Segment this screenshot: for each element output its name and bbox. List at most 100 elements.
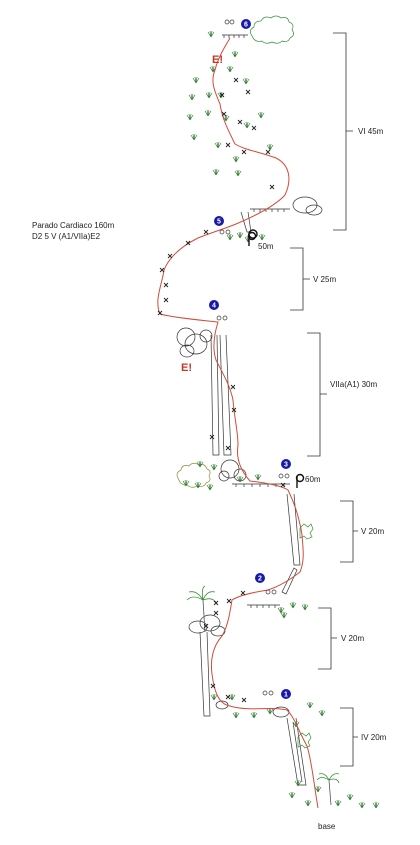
rappel-length-5: 50m — [258, 242, 274, 251]
grass-tuft — [318, 709, 326, 717]
grass-tuft — [372, 801, 380, 809]
grass-tuft — [277, 606, 285, 614]
bush-mid — [299, 523, 314, 540]
route-line — [157, 37, 319, 809]
pillar-mid — [286, 493, 301, 566]
bolt-mark — [167, 253, 173, 259]
bolt-mark — [203, 623, 209, 629]
pitch-length-5: V 25m — [313, 275, 336, 284]
bolt-mark — [269, 184, 275, 190]
anchor-3 — [278, 473, 290, 479]
station-marker-3: 3 — [281, 459, 291, 469]
grass-tuft — [358, 801, 366, 809]
svg-text:4: 4 — [212, 303, 216, 310]
bolt-mark — [231, 407, 237, 413]
grass-tuft — [226, 65, 234, 73]
bolt-mark — [210, 683, 216, 689]
flake-p5 — [240, 211, 252, 233]
bolt-mark — [225, 445, 231, 451]
anchor-1 — [262, 690, 274, 696]
bush-p3 — [176, 462, 211, 488]
station-marker-5: 5 — [214, 216, 224, 226]
grass-tuft — [346, 793, 354, 801]
pitch-bracket-6: VI 45m — [333, 32, 384, 231]
bolt-mark — [219, 92, 225, 98]
rappel-length-3: 60m — [305, 475, 321, 484]
grass-tuft — [214, 141, 222, 149]
svg-text:3: 3 — [284, 462, 288, 469]
grass-tuft — [250, 711, 258, 719]
pitch-length-1: IV 20m — [361, 733, 387, 742]
grass-tuft — [228, 693, 236, 701]
anchor-2 — [265, 589, 277, 595]
bolt-mark — [240, 590, 246, 596]
grass-tuft — [232, 155, 240, 163]
grass-tuft — [258, 233, 266, 241]
bolt-mark — [251, 125, 257, 131]
grass-tuft — [242, 77, 250, 85]
grass-tuft — [210, 463, 218, 471]
bolt-mark — [230, 384, 236, 390]
grass-tuft — [196, 460, 204, 468]
grass-tufts — [182, 30, 380, 809]
pitch-bracket-5: V 25m — [290, 247, 336, 311]
grass-tuft — [222, 114, 230, 122]
anchor-6 — [224, 19, 235, 25]
grass-tuft — [204, 109, 212, 117]
grass-tuft — [236, 475, 244, 483]
bolt-mark — [203, 229, 209, 235]
grass-tuft — [210, 693, 218, 701]
exit-mark-upper: E! — [212, 54, 223, 66]
pitch-length-6: VI 45m — [358, 127, 384, 136]
grass-tuft — [334, 799, 342, 807]
svg-text:2: 2 — [258, 576, 262, 583]
bolt-mark — [209, 434, 215, 440]
grass-tuft — [182, 479, 190, 487]
grass-tuft — [194, 481, 202, 489]
palm-tree-base — [316, 773, 340, 806]
bolt-mark — [225, 142, 231, 148]
grass-tuft — [304, 799, 312, 807]
grass-tuft — [294, 779, 302, 787]
grass-tuft — [188, 93, 196, 101]
palm-tree-p2 — [186, 585, 218, 633]
exit-mark-lower: E! — [181, 362, 192, 374]
pitch-bracket-4: VIIa(A1) 30m — [307, 332, 377, 457]
pitch-length-4: VIIa(A1) 30m — [330, 380, 377, 389]
rappel-anchor-5: 50m — [247, 229, 274, 251]
bolt-mark — [225, 694, 231, 700]
grass-tuft — [257, 111, 265, 119]
bolt-mark — [221, 111, 227, 117]
grass-tuft — [212, 168, 220, 176]
pitch-bracket-1: IV 20m — [340, 707, 387, 767]
ledge-2 — [247, 604, 280, 608]
bolt-mark — [226, 598, 232, 604]
svg-text:6: 6 — [244, 22, 248, 29]
bolt-mark — [163, 282, 169, 288]
grass-tuft — [243, 121, 251, 129]
bolt-mark — [163, 297, 169, 303]
bolt-mark — [185, 240, 191, 246]
boulders-p4 — [176, 327, 213, 358]
grass-tuft — [232, 711, 240, 719]
grass-tuft — [192, 76, 200, 84]
grass-tuft — [289, 601, 297, 609]
rappel-anchor-3: 60m — [295, 473, 321, 488]
bolt-mark — [157, 310, 163, 316]
grass-tuft — [292, 720, 300, 728]
bolt-mark — [233, 77, 239, 83]
grass-tuft — [206, 483, 214, 491]
anchor-4 — [216, 315, 228, 321]
grass-tuft — [306, 701, 314, 709]
pillar-left-low — [199, 631, 211, 717]
grass-tuft — [244, 235, 252, 243]
grass-tuft — [266, 707, 274, 715]
station-marker-2: 2 — [255, 573, 265, 583]
flake-p2 — [281, 567, 298, 595]
grass-tuft — [205, 91, 213, 99]
route-grade: D2 5 V (A1/VIIa)E2 — [32, 232, 101, 241]
grass-tuft — [217, 91, 225, 99]
grass-tuft — [236, 231, 244, 239]
svg-text:5: 5 — [217, 219, 221, 226]
grass-tuft — [314, 785, 322, 793]
